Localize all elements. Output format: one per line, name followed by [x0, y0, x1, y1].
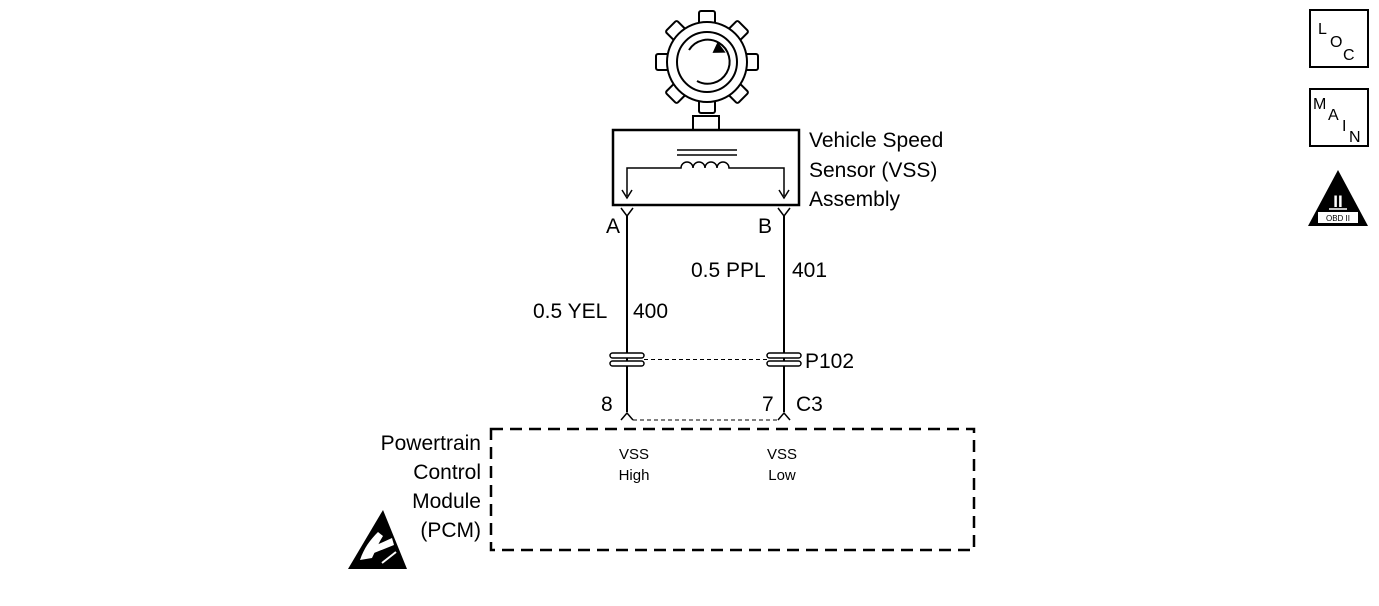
wire-401-circuit: 401: [792, 259, 827, 282]
obd-badge-text: II: [1333, 192, 1342, 211]
sensor-name-line1: Vehicle Speed: [809, 129, 943, 152]
wire-400-circuit: 400: [633, 300, 668, 323]
obd-ii-icon[interactable]: II OBD II: [1308, 170, 1368, 226]
pcm-name-line3: Module: [412, 490, 481, 513]
main-letter-i: I: [1342, 118, 1346, 135]
pcm-name-line2: Control: [413, 461, 481, 484]
toothed-wheel-icon: [655, 10, 759, 114]
loc-letter-c: C: [1343, 47, 1355, 64]
loc-letter-l: L: [1318, 21, 1327, 38]
pcm-input-vss-low-line2: Low: [768, 467, 796, 484]
esd-warning-icon: [348, 510, 407, 569]
pcm-name-line1: Powertrain: [381, 432, 481, 455]
pcm-name-line4: (PCM): [420, 519, 481, 542]
terminal-a-label: A: [606, 215, 620, 238]
sensor-name-line3: Assembly: [809, 188, 901, 211]
pcm-input-vss-high-line2: High: [619, 467, 650, 484]
pcm-input-vss-high-line1: VSS: [619, 446, 649, 463]
loc-letter-o: O: [1330, 34, 1342, 51]
terminal-b-label: B: [758, 215, 772, 238]
main-letter-m: M: [1313, 96, 1326, 113]
pcm-pin-7: 7: [762, 393, 774, 416]
main-letter-a: A: [1328, 107, 1339, 124]
inline-connector-p102: [609, 352, 802, 367]
main-letter-n: N: [1349, 129, 1361, 146]
main-button[interactable]: M A I N: [1309, 88, 1369, 147]
pcm-module-box: [489, 427, 976, 552]
pcm-input-vss-low-line1: VSS: [767, 446, 797, 463]
sensor-name-line2: Sensor (VSS): [809, 159, 937, 182]
loc-button[interactable]: L O C: [1309, 9, 1369, 68]
pcm-pin-8: 8: [601, 393, 613, 416]
vss-assembly: [611, 115, 801, 207]
wire-401-color: 0.5 PPL: [691, 259, 766, 282]
obd-label: OBD II: [1326, 214, 1350, 223]
inline-connector-label: P102: [805, 350, 854, 373]
pcm-pin-marks: [620, 411, 791, 421]
wire-400-color: 0.5 YEL: [533, 300, 607, 323]
pcm-connector-label: C3: [796, 393, 823, 416]
